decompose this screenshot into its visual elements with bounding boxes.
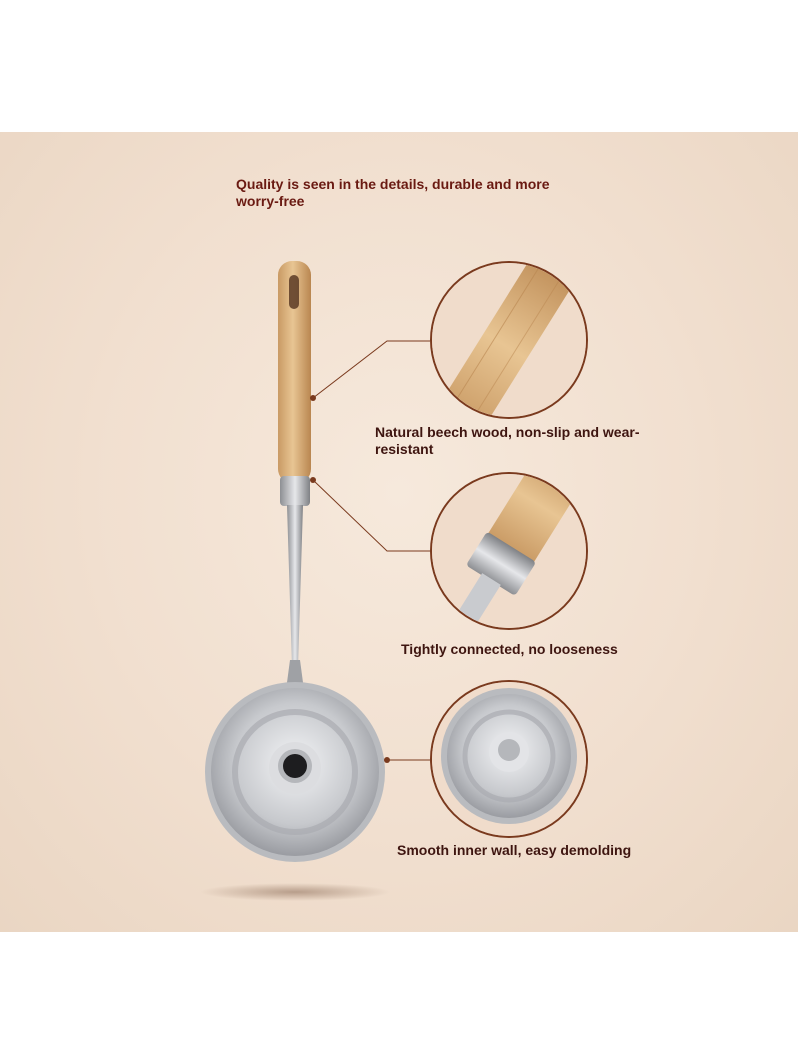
wood-handle-closeup [430,261,588,419]
feature-caption-inner-wall: Smooth inner wall, easy demolding [397,842,632,858]
feature-caption-joint: Tightly connected, no looseness [401,641,618,657]
headline: Quality is seen in the details, durable … [236,176,550,209]
product-background [0,132,798,932]
mold-cup-closeup [430,680,588,838]
metal-joint-closeup [430,472,588,630]
feature-caption-wood: Natural beech wood, non-slip and wear-re… [375,424,640,457]
